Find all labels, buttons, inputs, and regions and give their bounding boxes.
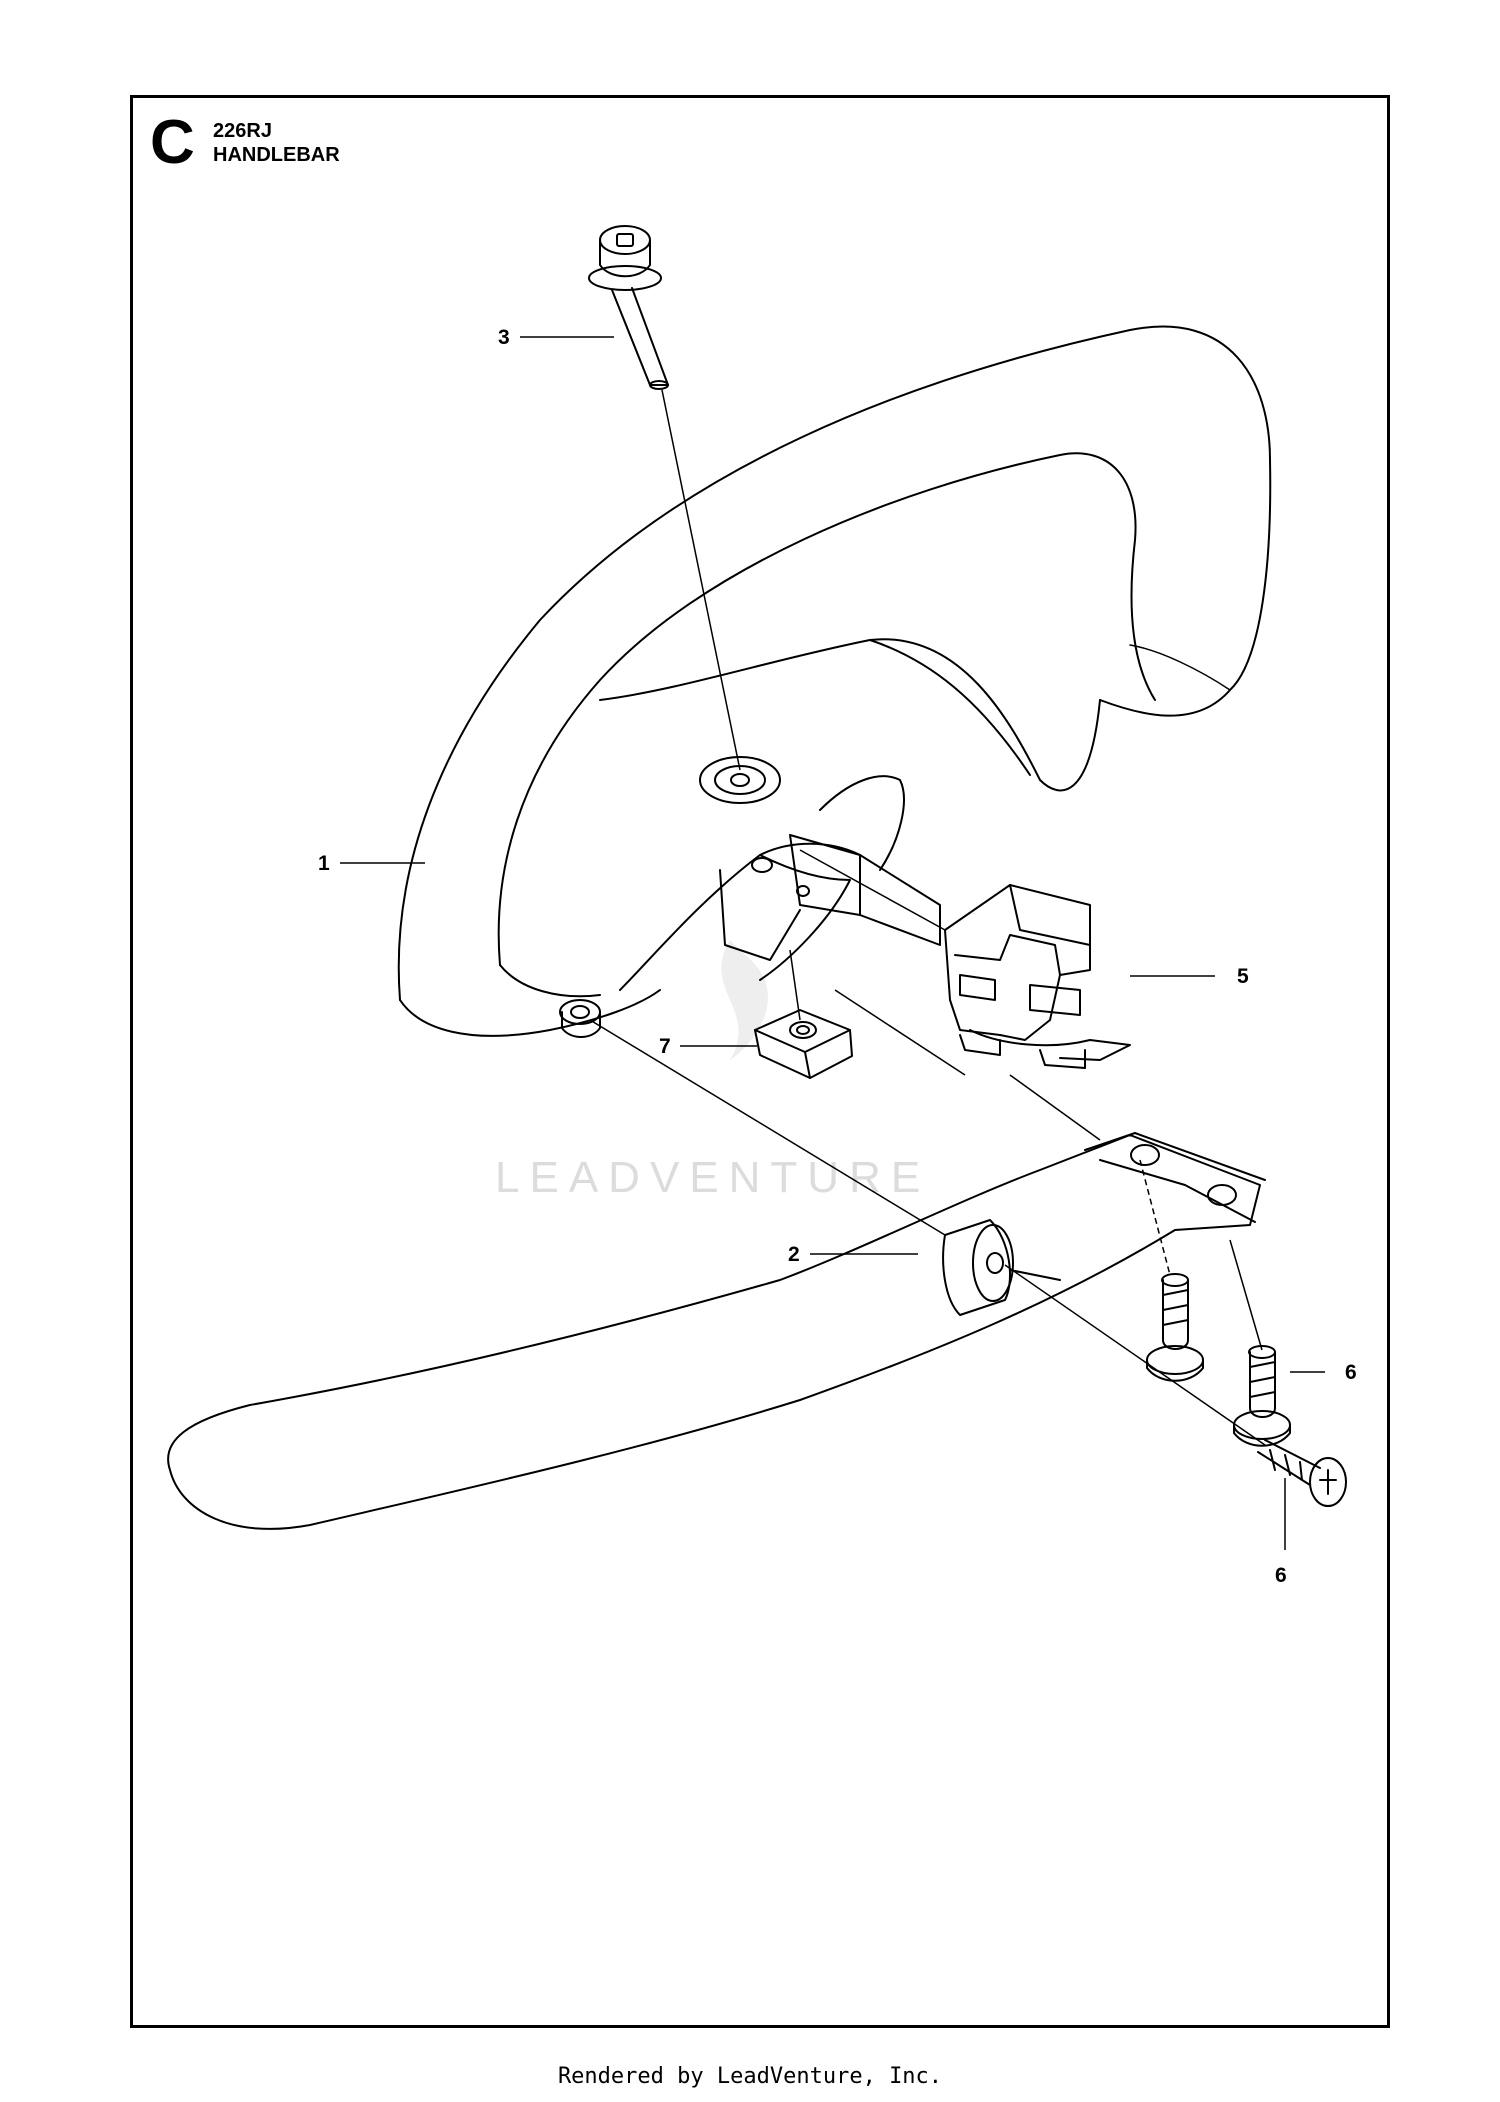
diagram-frame (130, 95, 1390, 2028)
callout-1: 1 (318, 852, 330, 875)
callout-6a: 6 (1345, 1361, 1357, 1384)
diagram-title: HANDLEBAR (213, 144, 340, 166)
callout-6b: 6 (1275, 1564, 1287, 1587)
callout-5: 5 (1237, 965, 1249, 988)
leader-lines (340, 336, 1325, 1550)
part-5-clamp (944, 884, 1131, 1069)
watermark-text: LEADVENTURE (495, 1153, 930, 1202)
part-1-loop-handle (397, 325, 1272, 1038)
section-letter: C (150, 108, 195, 177)
callout-7: 7 (659, 1035, 671, 1058)
part-2-handle-bar (167, 1132, 1266, 1530)
callout-2: 2 (788, 1243, 800, 1266)
footer-credit: Rendered by LeadVenture, Inc. (557, 2064, 943, 2089)
part-6-screw-b (1233, 1345, 1291, 1447)
model-number: 226RJ (213, 120, 272, 142)
part-3-bolt (588, 225, 669, 390)
part-6-screw-a (1146, 1273, 1204, 1382)
callout-3: 3 (498, 326, 510, 349)
part-6-screw-c (1257, 1439, 1347, 1507)
part-7-square-nut (754, 1009, 853, 1079)
